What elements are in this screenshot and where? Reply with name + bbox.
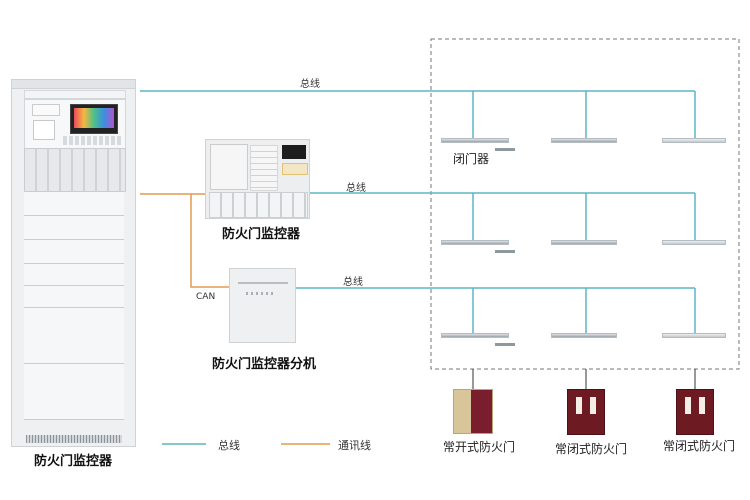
keypad: [63, 136, 121, 145]
door-closer: [662, 138, 726, 143]
main-controller-label: 防火门监控器: [34, 454, 113, 469]
door-label: 常闭式防火门: [555, 442, 628, 456]
open-fire-door-icon: [453, 389, 493, 434]
loop-module-rack: [24, 148, 126, 192]
door-module-rack: [209, 192, 308, 218]
bus-label-3: 总线: [343, 277, 363, 288]
bus-line-3: [296, 287, 696, 333]
nameplate: [238, 282, 288, 284]
door-closer: [441, 138, 509, 143]
door-closer: [551, 333, 617, 338]
key-block: [250, 145, 278, 191]
bus-line-1: [140, 90, 696, 138]
printer-module: [210, 144, 248, 190]
closed-fire-door-icon: [567, 389, 605, 435]
door-label: 常开式防火门: [443, 440, 516, 454]
door-label: 常闭式防火门: [663, 439, 736, 453]
sub-unit-label: 防火门监控器分机: [212, 357, 317, 372]
bus-label-2: 总线: [346, 183, 366, 194]
main-controller-cabinet: [11, 79, 136, 447]
door-closer: [551, 240, 617, 245]
closed-fire-door-icon: [676, 389, 714, 435]
door-closer-arm: [495, 343, 515, 346]
lcd-screen: [282, 145, 306, 159]
door-closer-arm: [495, 250, 515, 253]
comm-line: [140, 193, 230, 288]
cabinet-nameplate: [24, 90, 126, 99]
sub-unit-box: [229, 268, 296, 343]
blank-panel: [24, 192, 124, 216]
door-closer: [662, 240, 726, 245]
blank-panel: [24, 264, 124, 286]
control-panel: [24, 99, 126, 149]
door-closer: [441, 240, 509, 245]
status-display: [282, 163, 308, 175]
field-device-region: [430, 38, 740, 370]
door-drop-lines: [472, 369, 696, 390]
can-label: CAN: [196, 292, 216, 302]
bus-label-1: 总线: [300, 79, 320, 90]
legend-comm-label: 通讯线: [338, 439, 371, 452]
blank-panel: [24, 364, 124, 420]
blank-panel: [24, 308, 124, 364]
door-closer: [551, 138, 617, 143]
touch-screen: [70, 104, 118, 134]
cabinet-top: [12, 80, 135, 89]
printer-slot: [33, 120, 55, 140]
blank-panel: [24, 216, 124, 240]
indicator-block: [32, 104, 60, 116]
door-closer: [441, 333, 509, 338]
blank-panel: [24, 286, 124, 308]
door-closer-arm: [495, 148, 515, 151]
sub-controller-panel: [205, 139, 310, 219]
sub-controller-label: 防火门监控器: [222, 227, 301, 242]
legend-bus-label: 总线: [218, 439, 240, 452]
door-closer: [662, 333, 726, 338]
bus-line-2: [300, 192, 696, 240]
vent-grille: [26, 435, 122, 443]
indicator-leds: [246, 292, 276, 295]
closer-label: 闭门器: [453, 152, 490, 166]
blank-panel: [24, 240, 124, 264]
